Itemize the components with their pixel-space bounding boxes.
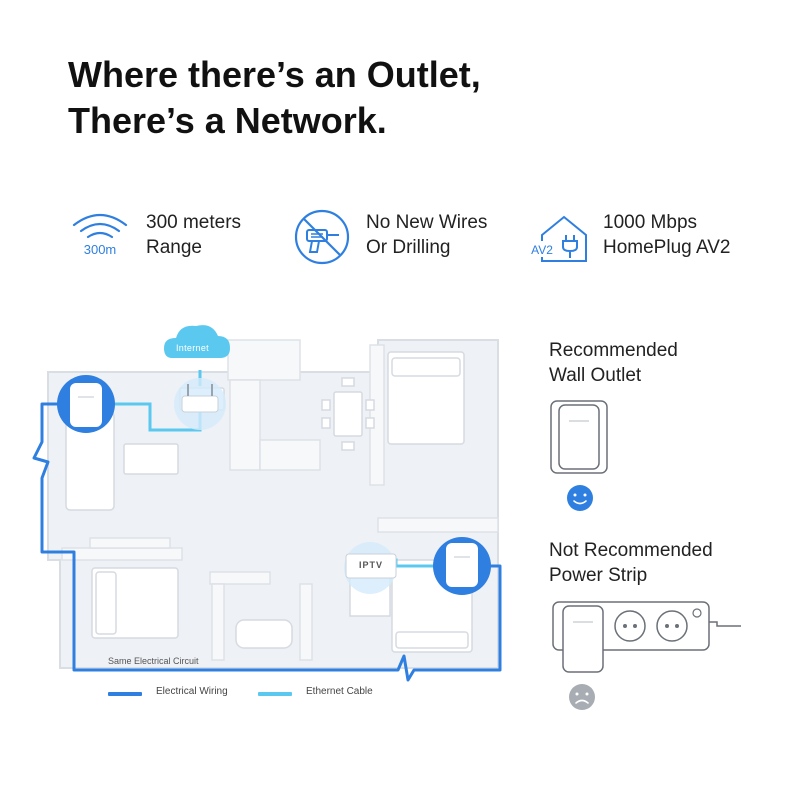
sad-face-icon [569,684,595,710]
feature-speed-line-1: 1000 Mbps [603,212,698,233]
headline: Where there’s an Outlet, There’s a Netwo… [68,52,688,144]
headline-line-2: There’s a Network. [68,100,387,141]
feature-range: 300m 300 meters Range [68,205,268,269]
electrical-wiring-line [32,402,502,682]
iptv-icon [344,542,397,594]
wiring-swatch [108,692,142,696]
internet-label: Internet [176,343,209,353]
feature-no-drilling-line-2: Or Drilling [366,237,451,258]
legend-ethernet: Ethernet Cable [258,686,408,700]
recommended-line-2: Wall Outlet [549,365,642,386]
powerline-adapter-2-icon [433,537,491,595]
wiring-legend-label: Electrical Wiring [156,686,228,697]
headline-line-1: Where there’s an Outlet, [68,54,481,95]
internet-cloud-icon [164,325,230,358]
recommended-title: Recommended Wall Outlet [549,338,678,388]
floor-plan-illustration [32,325,502,682]
ethernet-legend-label: Ethernet Cable [306,686,373,697]
same-circuit-label: Same Electrical Circuit [108,656,199,666]
not-recommended-line-1: Not Recommended [549,540,713,561]
not-recommended-line-2: Power Strip [549,565,648,586]
no-drill-icon [294,209,350,265]
legend-wiring: Electrical Wiring [108,686,258,700]
range-badge: 300m [84,242,117,257]
ethernet-swatch [258,692,292,696]
wall-outlet-illustration [550,400,608,511]
feature-no-drilling: No New Wires Or Drilling [290,205,510,269]
feature-no-drilling-line-1: No New Wires [366,212,488,233]
not-recommended-title: Not Recommended Power Strip [549,538,713,588]
feature-speed: AV2 1000 Mbps HomePlug AV2 [528,205,778,269]
wifi-range-icon: 300m [72,213,128,257]
smiley-face-icon [567,485,593,511]
av2-badge: AV2 [531,243,553,257]
recommended-line-1: Recommended [549,340,678,361]
house-plug-icon: AV2 [528,215,587,262]
power-strip-illustration [552,601,741,710]
feature-range-line-2: Range [146,237,202,258]
feature-speed-line-2: HomePlug AV2 [603,237,731,258]
router-icon [174,378,226,430]
feature-range-line-1: 300 meters [146,212,242,233]
iptv-label: IPTV [359,560,384,570]
powerline-adapter-1-icon [57,375,115,433]
